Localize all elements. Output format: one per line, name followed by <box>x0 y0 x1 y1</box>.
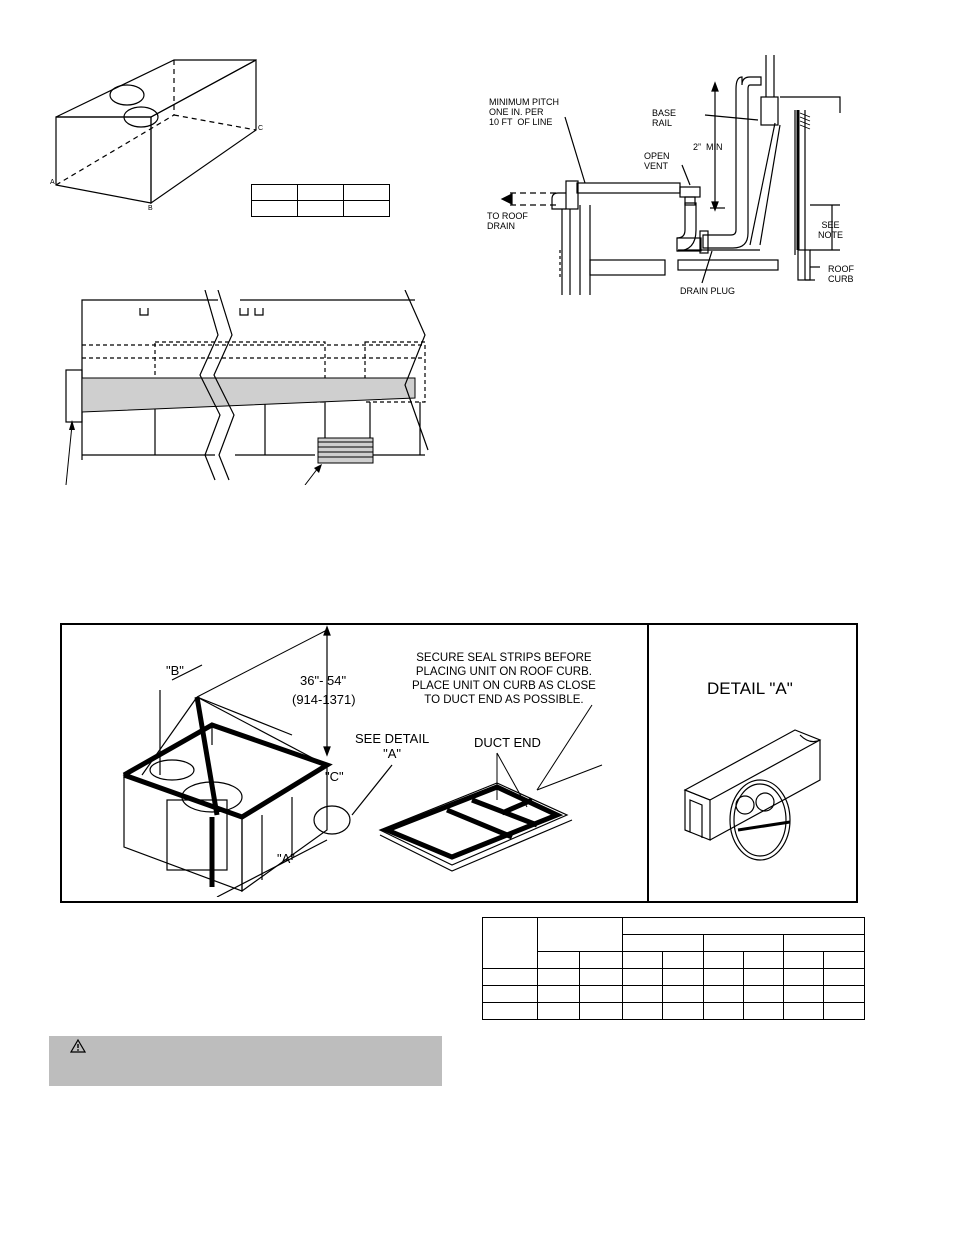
height-range-label: 36"- 54" <box>300 673 347 688</box>
dimension-a-label: "A" <box>277 851 295 866</box>
see-detail-label: SEE DETAIL "A" <box>355 731 430 761</box>
see-note-label: SEE NOTE <box>818 220 844 240</box>
corner-a-label: A <box>50 179 55 186</box>
dimension-b-label: "B" <box>166 663 184 678</box>
rigging-figure-frame <box>60 623 858 903</box>
min-pitch-label: MINIMUM PITCH ONE IN. PER 10 FT OF LINE <box>489 97 559 127</box>
rigging-weights-table <box>482 917 866 1020</box>
height-range-mm-label: (914-1371) <box>292 692 356 707</box>
detail-a-drawing <box>683 729 822 861</box>
rigging-figure-divider <box>647 623 649 901</box>
drain-plug-label: DRAIN PLUG <box>680 286 736 296</box>
base-rail-label: BASE RAIL <box>652 108 677 128</box>
duct-end-label: DUCT END <box>474 735 541 750</box>
dimension-c-label: "C" <box>325 769 344 784</box>
unit-section-figure <box>65 290 429 485</box>
condensate-drain-figure <box>500 55 841 295</box>
warning-box <box>49 1036 442 1086</box>
corner-weight-table <box>251 184 390 217</box>
two-inch-min-label: 2” MIN <box>693 142 723 152</box>
warning-triangle-icon <box>70 1039 86 1053</box>
detail-a-title: DETAIL "A" <box>707 679 793 698</box>
roof-curb-label: ROOF CURB <box>828 264 854 284</box>
secure-seal-note: SECURE SEAL STRIPS BEFORE PLACING UNIT O… <box>412 652 596 706</box>
corner-c-label: C <box>258 125 264 132</box>
corner-b-label: B <box>148 205 153 212</box>
rigging-unit-drawing <box>122 625 603 897</box>
unit-box-figure <box>55 58 257 205</box>
to-roof-drain-label: TO ROOF DRAIN <box>487 211 528 231</box>
open-vent-label: OPEN VENT <box>644 151 670 171</box>
